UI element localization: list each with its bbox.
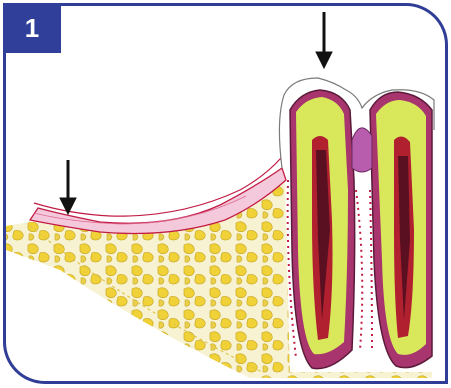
interdental-papilla bbox=[352, 128, 372, 172]
panel-number-badge: 1 bbox=[3, 3, 61, 53]
down-arrow-icon bbox=[316, 12, 332, 68]
down-arrow-icon bbox=[60, 160, 76, 214]
